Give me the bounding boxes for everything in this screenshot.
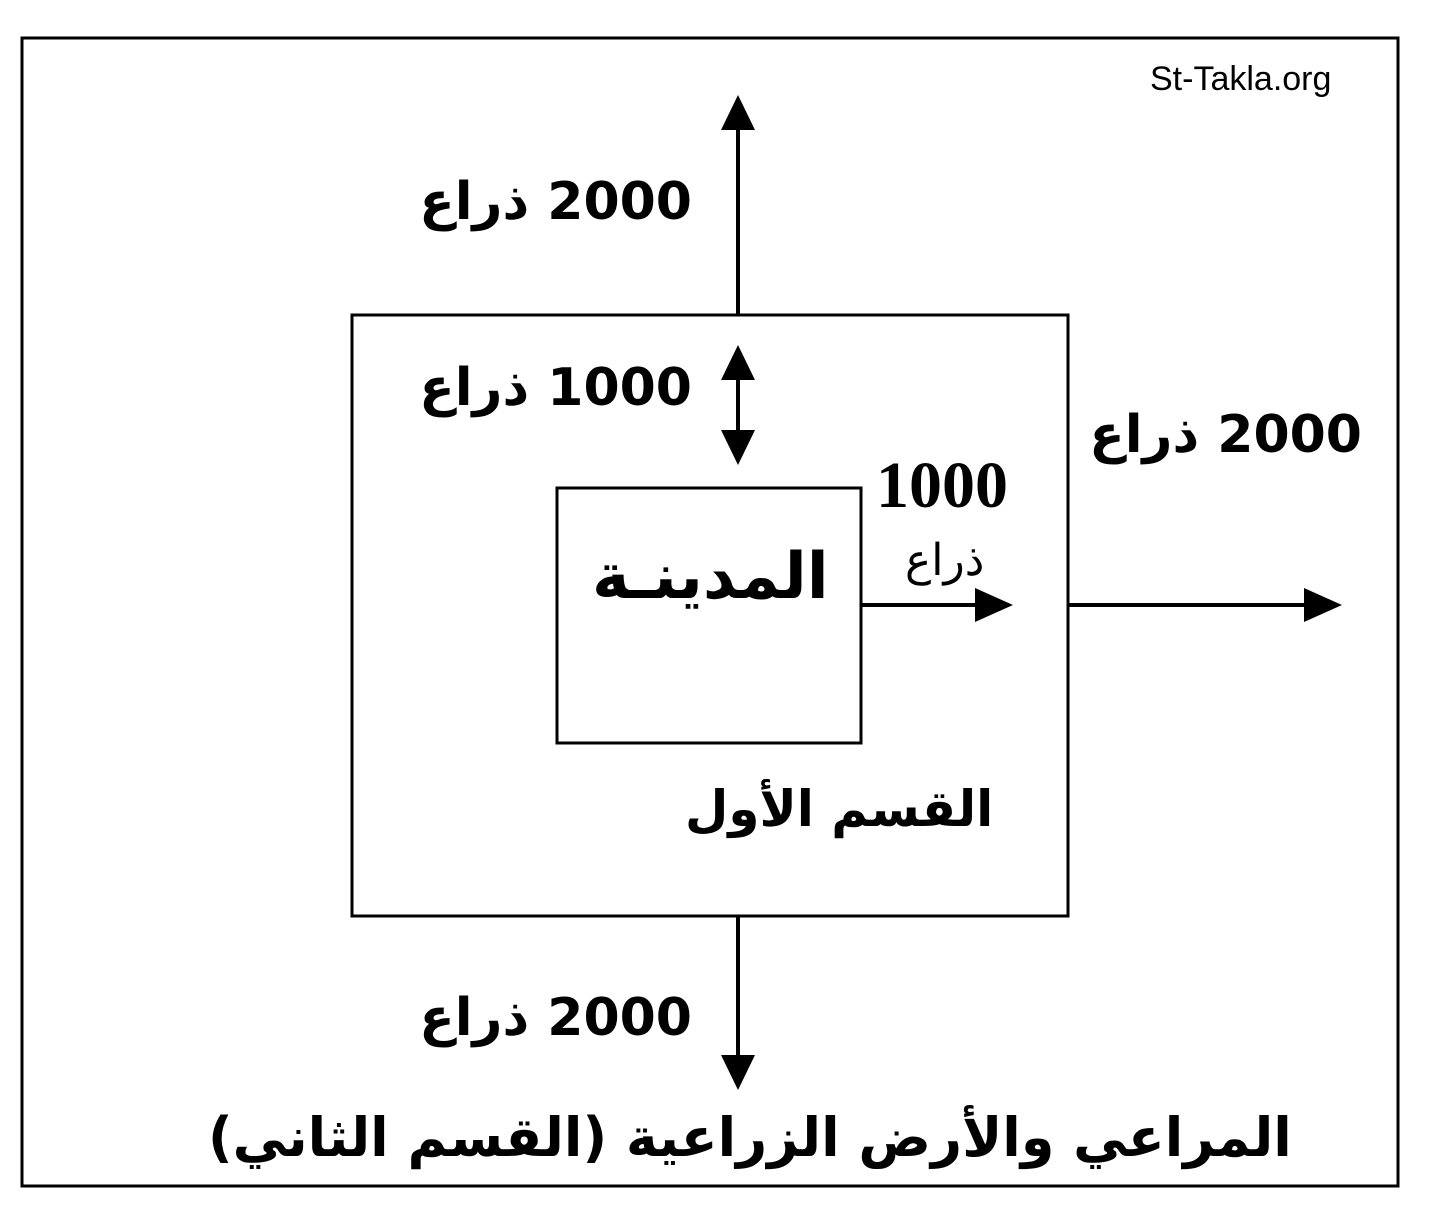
- city-box: [555, 486, 863, 745]
- east-distance-label: 2000 ذراع: [1089, 405, 1362, 465]
- first-section-box: [350, 313, 1070, 918]
- north-distance-label: 2000 ذراع: [419, 172, 692, 232]
- city-east-arrowhead: [975, 588, 1013, 622]
- city-label: المدينـة: [592, 540, 829, 614]
- inner-gap-arrowhead-down: [721, 430, 755, 465]
- south-arrowhead: [721, 1055, 755, 1090]
- south-distance-label: 2000 ذراع: [419, 988, 692, 1048]
- outer-border: [20, 36, 1400, 1188]
- east-arrowhead: [1304, 588, 1342, 622]
- first-section-label: القسم الأول: [685, 780, 994, 838]
- inner-gap-distance-label: 1000 ذراع: [419, 358, 692, 418]
- watermark: St-Takla.org: [1150, 60, 1332, 98]
- second-section-label: المراعي والأرض الزراعية (القسم الثاني): [208, 1106, 1292, 1169]
- city-east-number: 1000: [876, 449, 1008, 522]
- inner-gap-arrowhead-up: [721, 345, 755, 380]
- city-east-unit: ذراع: [905, 535, 985, 586]
- north-arrowhead: [721, 95, 755, 130]
